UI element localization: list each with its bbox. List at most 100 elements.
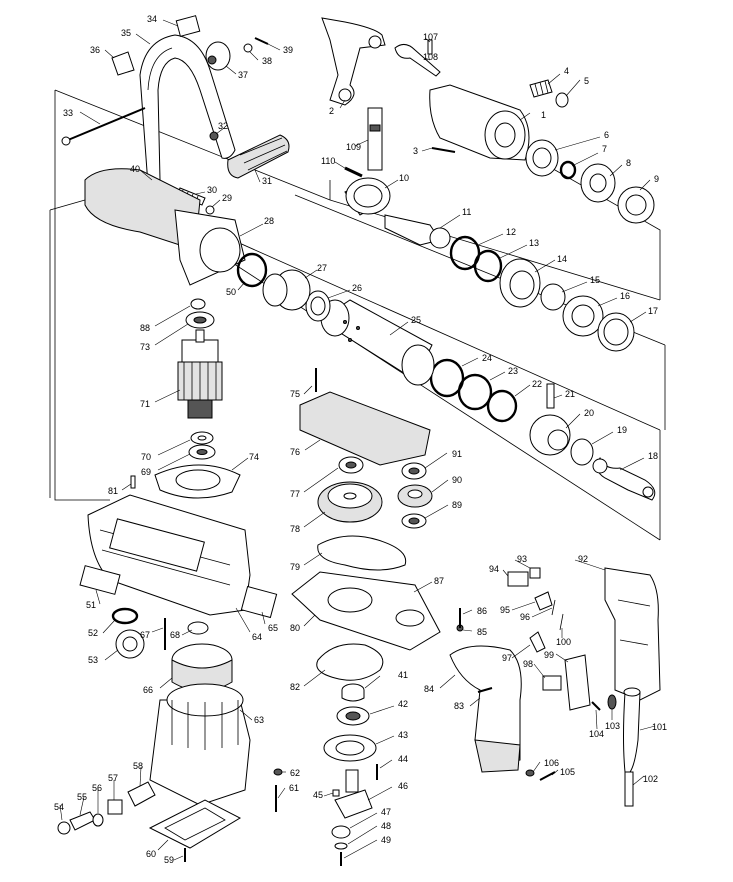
- part-label: 34: [147, 14, 157, 24]
- part-o-ring-13: [473, 249, 503, 283]
- part-cord-guard-101: [623, 687, 641, 773]
- part-bolt-105: [539, 771, 556, 781]
- part-label: 84: [424, 684, 434, 694]
- part-o-ring-22: [486, 389, 518, 423]
- part-label: 57: [108, 773, 118, 783]
- part-washer-38: [243, 43, 253, 53]
- part-label: 82: [290, 682, 300, 692]
- part-label: 20: [584, 408, 594, 418]
- part-spring-56: [92, 813, 104, 827]
- part-label: 78: [290, 524, 300, 534]
- part-washer-70: [190, 431, 214, 445]
- part-holder-14: [499, 258, 541, 308]
- part-label: 106: [544, 758, 559, 768]
- part-o-ring-24: [429, 358, 465, 398]
- part-bearing-6: [525, 139, 559, 177]
- part-label: 14: [557, 254, 567, 264]
- part-cover-76: [299, 391, 431, 466]
- part-label: 95: [500, 605, 510, 615]
- part-label: 71: [140, 399, 150, 409]
- part-pin-21: [546, 383, 555, 409]
- part-cylinder-housing-28: [84, 168, 246, 286]
- part-sleeve-41: [341, 683, 365, 702]
- part-rod-108: [394, 44, 441, 77]
- part-bearing-42: [336, 706, 370, 726]
- part-label: 74: [249, 452, 259, 462]
- part-label: 32: [218, 121, 228, 131]
- part-label: 110: [321, 156, 335, 166]
- part-spring-4: [529, 79, 553, 98]
- part-label: 61: [289, 783, 299, 793]
- part-label: 40: [130, 164, 140, 174]
- part-label: 68: [170, 630, 180, 640]
- part-label: 109: [346, 142, 361, 152]
- part-ring-27: [262, 269, 311, 311]
- part-label: 65: [268, 623, 278, 633]
- part-ring-17: [597, 312, 635, 352]
- part-crank-housing-1: [429, 84, 530, 161]
- part-label: 9: [654, 174, 659, 184]
- part-label: 98: [523, 659, 533, 669]
- part-screw-3: [431, 147, 456, 153]
- part-brush-holder-53: [115, 629, 145, 659]
- part-o-ring-23: [457, 373, 493, 411]
- part-label: 22: [532, 379, 542, 389]
- part-key-45: [332, 789, 340, 797]
- part-label: 88: [140, 323, 150, 333]
- part-label: 21: [565, 389, 575, 399]
- part-washer-88: [190, 298, 206, 310]
- part-screw-39: [254, 37, 269, 45]
- part-label: 81: [108, 486, 118, 496]
- part-pin-100: [559, 613, 564, 631]
- part-label: 30: [207, 185, 217, 195]
- part-label: 37: [238, 70, 248, 80]
- part-retainer-43: [323, 734, 377, 762]
- part-label: 91: [452, 449, 462, 459]
- part-label: 67: [140, 630, 150, 640]
- part-label: 35: [121, 28, 131, 38]
- part-needle-bearing-47: [331, 825, 351, 839]
- part-label: 73: [140, 342, 150, 352]
- part-label: 51: [86, 600, 96, 610]
- part-lever-95: [534, 591, 553, 611]
- part-screw-83: [477, 687, 493, 693]
- part-label: 19: [617, 425, 627, 435]
- part-label: 5: [584, 76, 589, 86]
- part-bearing-73: [185, 311, 215, 329]
- part-label: 53: [88, 655, 98, 665]
- part-knob-37: [205, 41, 231, 71]
- part-label: 25: [411, 315, 421, 325]
- part-label: 70: [141, 452, 151, 462]
- part-screw-104: [591, 701, 601, 711]
- part-label: 29: [222, 193, 232, 203]
- part-baffle-74: [154, 464, 241, 499]
- part-label: 39: [283, 45, 293, 55]
- part-label: 23: [508, 366, 518, 376]
- part-clip-34: [175, 15, 201, 37]
- part-label: 28: [264, 216, 274, 226]
- part-label: 86: [477, 606, 487, 616]
- part-label: 97: [502, 653, 512, 663]
- part-label: 102: [643, 774, 658, 784]
- part-label: 99: [544, 650, 554, 660]
- part-label: 26: [352, 283, 362, 293]
- part-label: 3: [413, 146, 418, 156]
- part-label: 4: [564, 66, 569, 76]
- part-grip-31: [227, 134, 290, 179]
- part-label: 77: [290, 489, 300, 499]
- part-striker-11: [384, 214, 451, 249]
- part-lever-2: [321, 17, 386, 106]
- part-pin-107: [427, 39, 433, 55]
- part-ring-19: [570, 438, 594, 466]
- part-label: 13: [529, 238, 539, 248]
- part-label: 52: [88, 628, 98, 638]
- part-sleeve-9: [617, 186, 655, 224]
- part-label: 47: [381, 807, 391, 817]
- part-label: 15: [590, 275, 600, 285]
- part-switch-98: [542, 675, 562, 691]
- part-capacitor-93: [529, 567, 541, 579]
- part-ring-26: [305, 290, 331, 322]
- part-bushing-16: [562, 295, 604, 337]
- part-piston-20: [529, 414, 571, 456]
